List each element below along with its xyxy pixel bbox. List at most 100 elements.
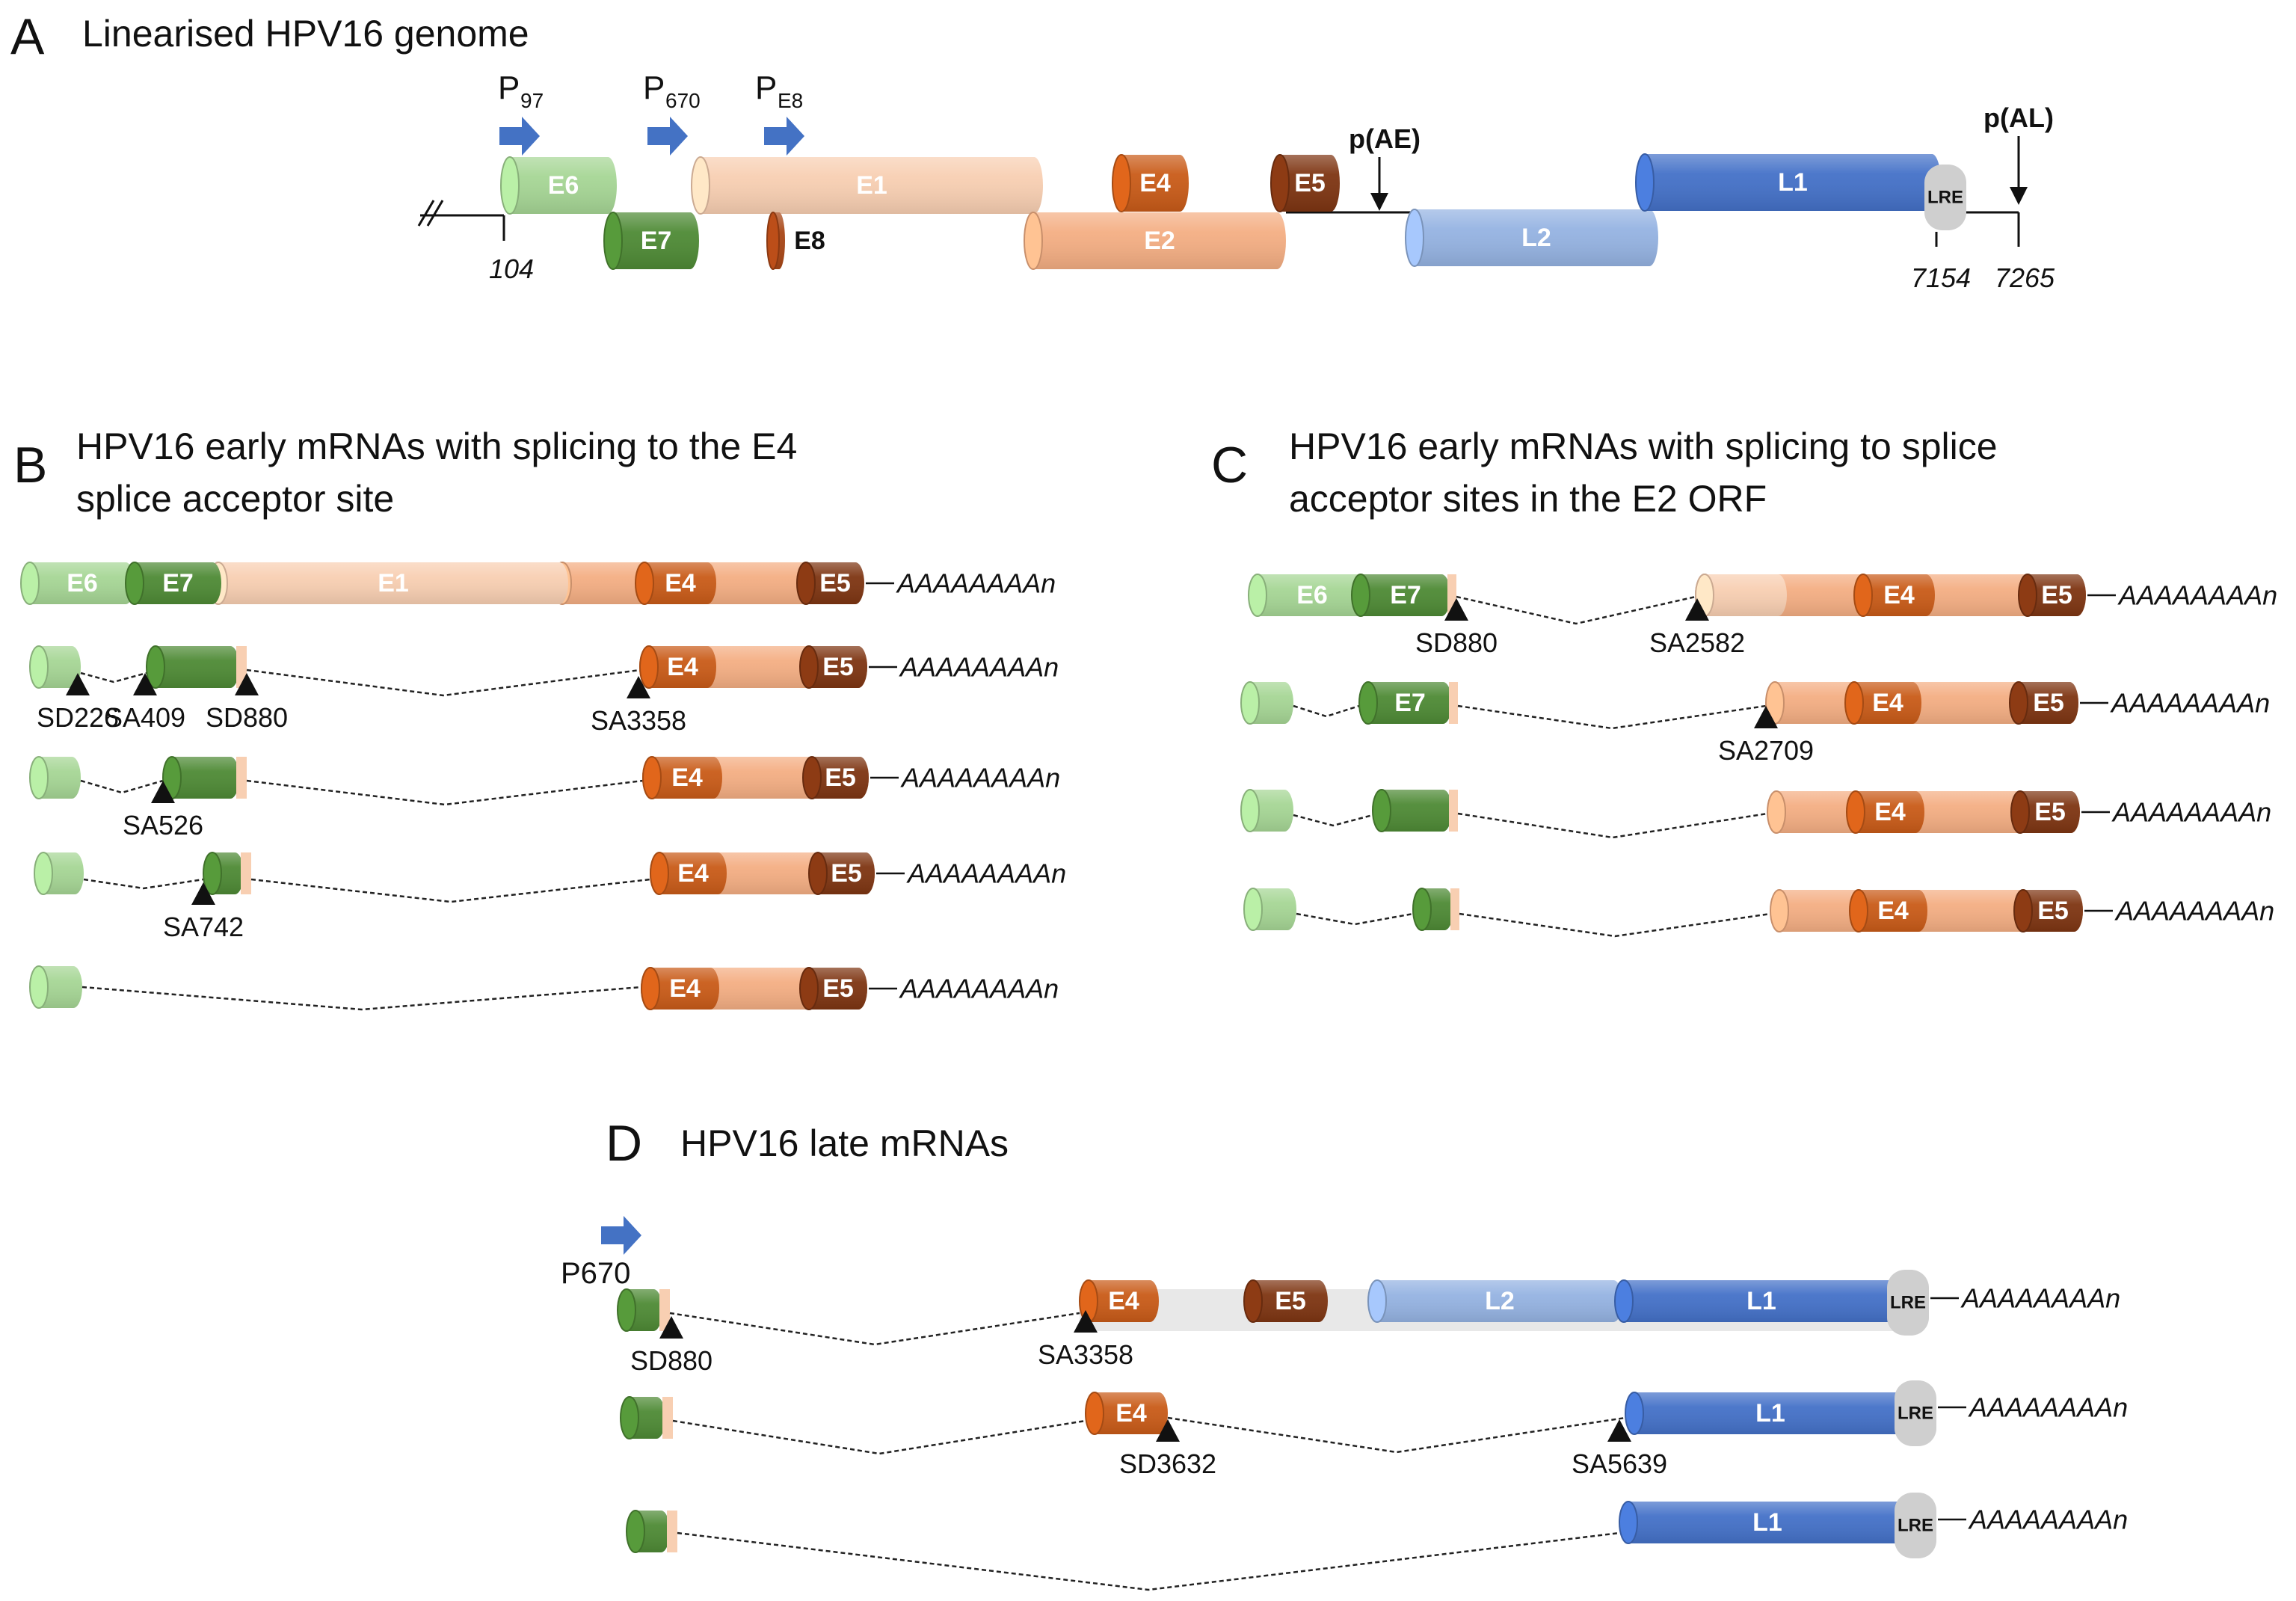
exon-e4-label: E4 bbox=[1877, 897, 1909, 925]
exon-e7 bbox=[617, 1288, 662, 1332]
exon-e4: E4 bbox=[642, 756, 722, 799]
exon-e5-label: E5 bbox=[2037, 897, 2069, 925]
exon-e4: E4 bbox=[639, 645, 716, 689]
panel-b-letter: B bbox=[13, 437, 47, 494]
splice-site-arrowhead-icon bbox=[1444, 598, 1468, 621]
orf-lre-label: LRE bbox=[1927, 188, 1963, 208]
down-arrow-icon bbox=[2010, 187, 2028, 205]
exon-e5-label: E5 bbox=[822, 653, 854, 681]
exon-e6 bbox=[1240, 681, 1293, 725]
splice-site-arrowhead-icon bbox=[659, 1316, 683, 1339]
panel-b-title-line1: HPV16 early mRNAs with splicing to the E… bbox=[76, 425, 797, 467]
exon-e4: E4 bbox=[1849, 889, 1927, 932]
exon-e5: E5 bbox=[2013, 889, 2083, 932]
exon-e7-label: E7 bbox=[1394, 689, 1426, 717]
promoter-pe8-subscript: E8 bbox=[778, 89, 803, 112]
panel-c-letter: C bbox=[1211, 437, 1248, 494]
exon-e5: E5 bbox=[799, 645, 867, 689]
site-sd3632: SD3632 bbox=[1119, 1448, 1216, 1479]
exon-e6: E6 bbox=[20, 562, 135, 605]
exon-e5-label: E5 bbox=[2033, 689, 2064, 717]
polya-tail: AAAAAAAAn bbox=[900, 763, 1060, 793]
orf-l1: L1 bbox=[1635, 153, 1941, 212]
intron-line bbox=[1456, 595, 1696, 625]
exon-e4-label: E4 bbox=[1874, 798, 1906, 826]
promoter-arrow-icon bbox=[764, 117, 804, 156]
promoter-p97-subscript: 97 bbox=[520, 89, 544, 112]
panel-c-title-line1: HPV16 early mRNAs with splicing to splic… bbox=[1289, 425, 1998, 467]
polya-tail: AAAAAAAAn bbox=[1968, 1392, 2128, 1423]
exon-l1: L1 bbox=[1619, 1501, 1906, 1544]
exon-e4: E4 bbox=[1853, 574, 1935, 617]
exon-e4-label: E4 bbox=[1115, 1399, 1147, 1428]
intron-line bbox=[1293, 814, 1373, 827]
splice-site-arrowhead-icon bbox=[1156, 1419, 1180, 1442]
site-sa526: SA526 bbox=[123, 810, 203, 841]
exon-e4: E4 bbox=[1846, 790, 1924, 834]
panel-a-letter: A bbox=[10, 8, 45, 65]
genome-backbone bbox=[417, 200, 2020, 247]
site-sa2709: SA2709 bbox=[1718, 735, 1814, 766]
intron-line bbox=[677, 1531, 1620, 1591]
polya-early-label: p(AE) bbox=[1349, 123, 1421, 154]
site-sa5639: SA5639 bbox=[1572, 1448, 1667, 1479]
site-sd880: SD880 bbox=[206, 702, 288, 733]
exon-e7 bbox=[626, 1510, 670, 1553]
orf-e4: E4 bbox=[1112, 154, 1189, 212]
exon-e4-label: E4 bbox=[1872, 689, 1903, 717]
exon-l1-label: L1 bbox=[1746, 1287, 1776, 1315]
polya-site-early: p(AE) bbox=[1349, 123, 1421, 211]
orf-e2-label: E2 bbox=[1144, 227, 1175, 255]
splice-site-arrowhead-icon bbox=[627, 676, 650, 698]
promoter-arrow-icon bbox=[499, 117, 540, 156]
splice-site-arrowhead-icon bbox=[1607, 1419, 1631, 1442]
exon-e5-label: E5 bbox=[825, 763, 856, 792]
exon-e7 bbox=[620, 1396, 665, 1439]
exon-e4: E4 bbox=[635, 562, 716, 605]
orf-l2-label: L2 bbox=[1521, 224, 1551, 252]
orf-l1-label: L1 bbox=[1778, 168, 1808, 197]
exon-e4-label: E4 bbox=[669, 974, 701, 1003]
exon-e1 bbox=[1695, 574, 1787, 617]
site-sa742: SA742 bbox=[163, 912, 244, 942]
exon-l1-label: L1 bbox=[1752, 1508, 1782, 1537]
splice-site-arrowhead-icon bbox=[1754, 706, 1778, 728]
exon-e1-label: E1 bbox=[378, 569, 409, 597]
exon-e5-label: E5 bbox=[2041, 581, 2072, 609]
exon-lre-label: LRE bbox=[1898, 1516, 1933, 1536]
panel-b: B HPV16 early mRNAs with splicing to the… bbox=[13, 425, 1066, 1011]
exon-e7-label: E7 bbox=[1390, 581, 1421, 609]
polya-tail: AAAAAAAAn bbox=[2114, 896, 2274, 927]
splice-site-arrowhead-icon bbox=[133, 673, 157, 695]
panel-c-title-line2: acceptor sites in the E2 ORF bbox=[1289, 478, 1767, 520]
panel-a: A Linearised HPV16 genome 104 7154 7265 … bbox=[10, 8, 2055, 293]
exon-e4-label: E4 bbox=[667, 653, 698, 681]
exon-lre-label: LRE bbox=[1898, 1404, 1933, 1424]
orf-e7: E7 bbox=[603, 212, 699, 270]
exon-e5-label: E5 bbox=[2034, 798, 2066, 826]
promoter-p97: P 97 bbox=[498, 70, 544, 156]
promoter-arrow-icon bbox=[647, 117, 688, 156]
polya-late-label: p(AL) bbox=[1983, 102, 2054, 133]
orf-e8 bbox=[766, 212, 785, 270]
exon-lre: LRE bbox=[1895, 1380, 1936, 1446]
intron-line bbox=[1167, 1416, 1626, 1454]
polya-tail: AAAAAAAAn bbox=[2117, 580, 2277, 611]
exon-e7 bbox=[1372, 789, 1452, 832]
down-arrow-icon bbox=[1370, 193, 1388, 211]
polya-tail: AAAAAAAAn bbox=[906, 858, 1066, 889]
promoter-p670-subscript: 670 bbox=[665, 89, 701, 112]
orf-lre: LRE bbox=[1924, 165, 1966, 230]
orf-e5: E5 bbox=[1270, 154, 1340, 212]
splice-site-arrowhead-icon bbox=[66, 673, 90, 695]
exon-e5-label: E5 bbox=[831, 859, 862, 888]
promoter-pe8: P E8 bbox=[755, 70, 804, 156]
